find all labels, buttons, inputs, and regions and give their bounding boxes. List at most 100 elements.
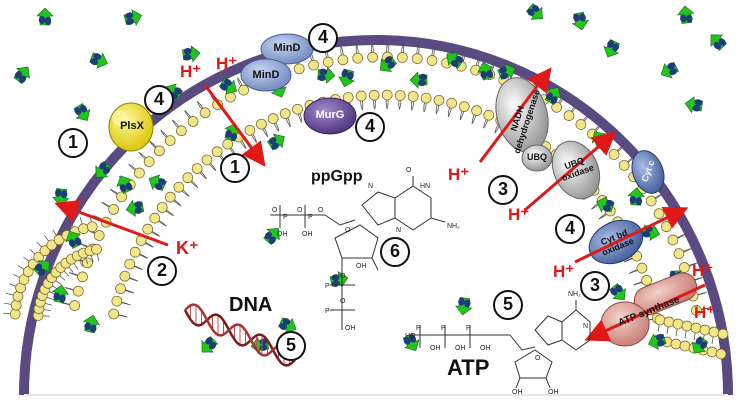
lipid — [29, 248, 45, 263]
ligand-icon — [648, 333, 667, 350]
lipid — [420, 92, 432, 113]
lipid — [119, 270, 139, 282]
atp-structure — [410, 300, 591, 389]
ligand-icon — [123, 9, 143, 26]
lipid — [196, 100, 211, 119]
ligand-icon — [116, 175, 133, 194]
chem-atom-label: O — [535, 355, 541, 362]
lipid — [633, 275, 652, 286]
lipid — [483, 109, 495, 129]
lipid — [173, 181, 190, 197]
h-influx-arrow — [203, 84, 266, 167]
lipid — [279, 108, 291, 127]
cytbd-proton-arrow — [574, 206, 689, 264]
lipid — [667, 233, 686, 246]
mind-label: MinD — [252, 69, 280, 81]
lipid — [308, 51, 319, 71]
lipid — [411, 44, 423, 64]
ligand-icon — [278, 317, 297, 334]
step-number-2: 2 — [147, 256, 177, 286]
lipid — [352, 44, 364, 64]
chem-atom-label: OH — [480, 345, 491, 352]
ligand-icon — [710, 34, 727, 51]
ligand-icon — [317, 66, 336, 84]
ligand-icon — [455, 297, 473, 316]
chem-atom-label: O — [340, 298, 346, 305]
step-number-1: 1 — [58, 128, 88, 158]
chem-atom-label: P — [466, 325, 471, 332]
chem-atom-label: N — [396, 227, 401, 234]
ligand-icon — [379, 55, 398, 72]
lipid — [109, 188, 127, 203]
lipid — [446, 97, 458, 117]
lipid — [678, 262, 698, 273]
ligand-icon — [596, 196, 615, 213]
lipid — [670, 318, 684, 350]
lipid — [471, 105, 482, 125]
chem-atom-label: O — [345, 227, 351, 234]
chem-atom-label: OH — [430, 345, 441, 352]
ligand-icon — [526, 3, 543, 20]
lipid — [111, 295, 131, 307]
ligand-icon — [477, 62, 494, 81]
ligand-icon — [95, 161, 112, 178]
h-plus-label: H⁺ — [180, 62, 202, 81]
ligand-icon — [402, 333, 420, 352]
step-number-4: 4 — [355, 112, 385, 142]
chem-atom-label: OH — [345, 325, 356, 332]
lipid — [160, 129, 176, 146]
ligand-icon — [89, 52, 108, 69]
lipid — [256, 118, 269, 137]
step-number-4: 4 — [144, 85, 174, 115]
lipid — [551, 95, 565, 113]
lipid — [458, 101, 470, 121]
lipid — [9, 282, 26, 294]
step-number-3: 3 — [580, 271, 610, 301]
lipid — [267, 113, 280, 132]
mind-protein-bottom — [240, 58, 292, 92]
dna-label: DNA — [229, 294, 273, 316]
lipid — [115, 283, 135, 294]
chem-atom-label: OH — [356, 263, 367, 270]
chem-atom-label: P — [308, 214, 313, 221]
chem-atom-label: P — [325, 308, 330, 315]
chem-atom-label: NH₂ — [568, 291, 581, 298]
chem-atom-label: NH₂ — [447, 223, 460, 230]
lipid — [91, 243, 102, 262]
lipid — [381, 89, 393, 110]
chem-atom-label: O — [272, 207, 278, 214]
chem-atom-label: O — [340, 273, 346, 280]
mind-label: MinD — [273, 42, 301, 54]
step-number-3: 3 — [488, 175, 518, 205]
lipid — [3, 308, 21, 320]
atp-label: ATP — [447, 355, 490, 380]
lipid — [660, 219, 679, 233]
lipid — [337, 45, 349, 66]
ligand-icon — [497, 63, 516, 80]
ligand-icon — [691, 335, 709, 354]
ligand-icon — [219, 77, 237, 95]
h-plus-label: H⁺ — [448, 165, 470, 184]
nadh-proton-arrow — [478, 67, 552, 163]
lipid — [201, 154, 217, 171]
ligand-icon — [36, 7, 54, 26]
lipid — [575, 113, 590, 130]
ppgpp-label: ppGpp — [311, 168, 363, 185]
chem-atom-label: O — [406, 167, 412, 174]
ligand-icon — [82, 314, 100, 334]
lipid — [433, 94, 445, 115]
chem-atom-label: P — [416, 325, 421, 332]
lipid — [563, 103, 578, 121]
lipid — [138, 151, 155, 168]
ligand-icon — [446, 51, 465, 69]
chem-atom-label: OH — [277, 231, 288, 238]
lipid — [292, 103, 303, 123]
step-number-5: 5 — [493, 290, 523, 320]
chem-atom-label: P — [441, 325, 446, 332]
lipid — [74, 257, 93, 269]
ligand-icon — [33, 260, 50, 277]
lipid — [715, 328, 729, 360]
